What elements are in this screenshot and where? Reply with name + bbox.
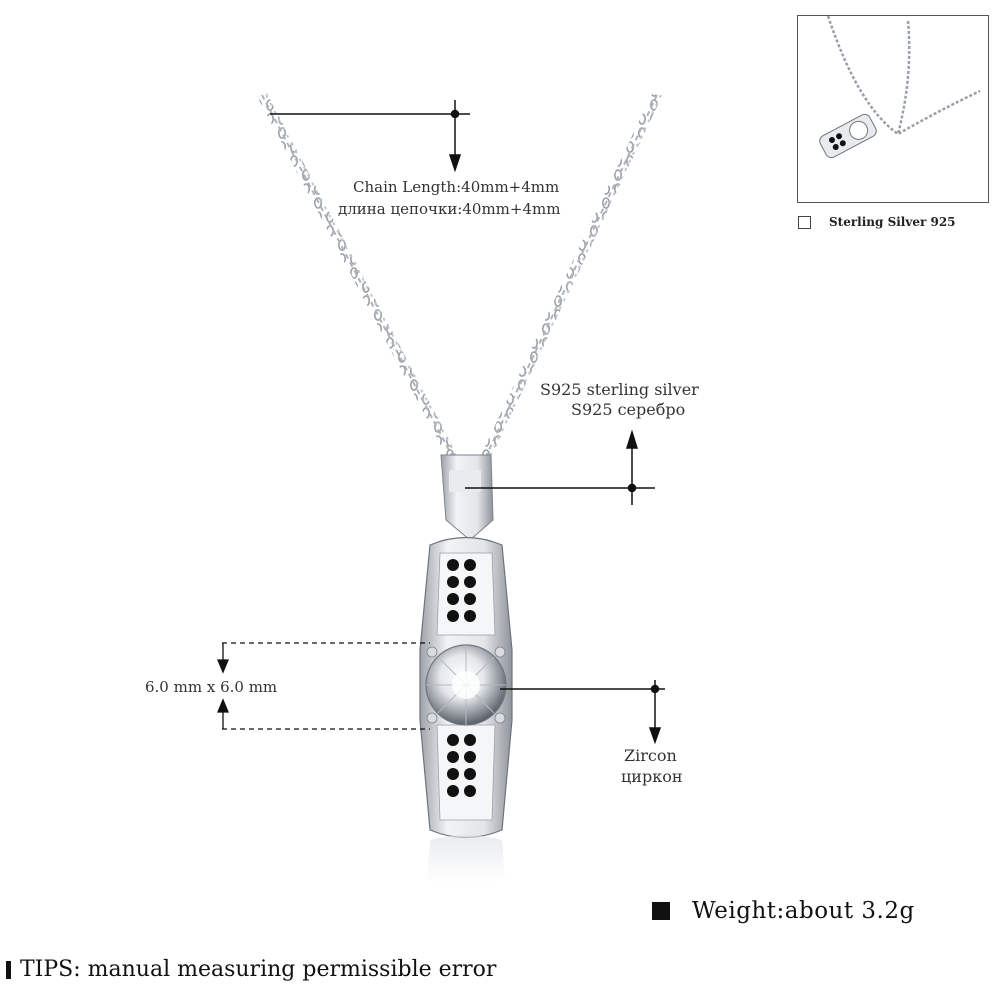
- tips-label: TIPS: manual measuring permissible error: [20, 957, 497, 982]
- chain-length-label: Chain Length:40mm+4mm: [353, 178, 560, 196]
- material-label-ru: S925 серебро: [571, 400, 686, 419]
- weight-label: Weight:about 3.2g: [692, 898, 915, 924]
- tips-bullet-icon: [6, 960, 11, 979]
- material-label: S925 sterling silver: [540, 380, 699, 399]
- zircon-marker: [500, 680, 665, 745]
- thumbnail-pendant-icon: [819, 16, 981, 159]
- chain-length-marker: [270, 100, 470, 173]
- stone-size-marker: [217, 642, 430, 730]
- chain-left: [257, 92, 475, 493]
- chain-length-label-ru: длина цепочки:40mm+4mm: [338, 200, 561, 218]
- thumbnail-image: [797, 15, 989, 203]
- chain-right: [465, 92, 662, 493]
- thumbnail-caption: Sterling Silver 925: [798, 215, 956, 229]
- tips-row: TIPS: manual measuring permissible error: [6, 957, 496, 982]
- zircon-label-ru: циркон: [621, 767, 683, 786]
- thumbnail-caption-label: Sterling Silver 925: [829, 215, 956, 229]
- weight-row: Weight:about 3.2g: [652, 898, 915, 924]
- weight-bullet-icon: [652, 902, 670, 920]
- material-checkbox[interactable]: [798, 215, 811, 229]
- black-stones: [447, 559, 476, 797]
- zircon-label: Zircon: [624, 746, 677, 765]
- material-marker: [465, 429, 655, 505]
- stone-size-label: 6.0 mm x 6.0 mm: [145, 678, 278, 696]
- pendant-reflection: [427, 835, 505, 884]
- pendant-bail: [440, 454, 494, 541]
- zircon-stone: [425, 644, 507, 726]
